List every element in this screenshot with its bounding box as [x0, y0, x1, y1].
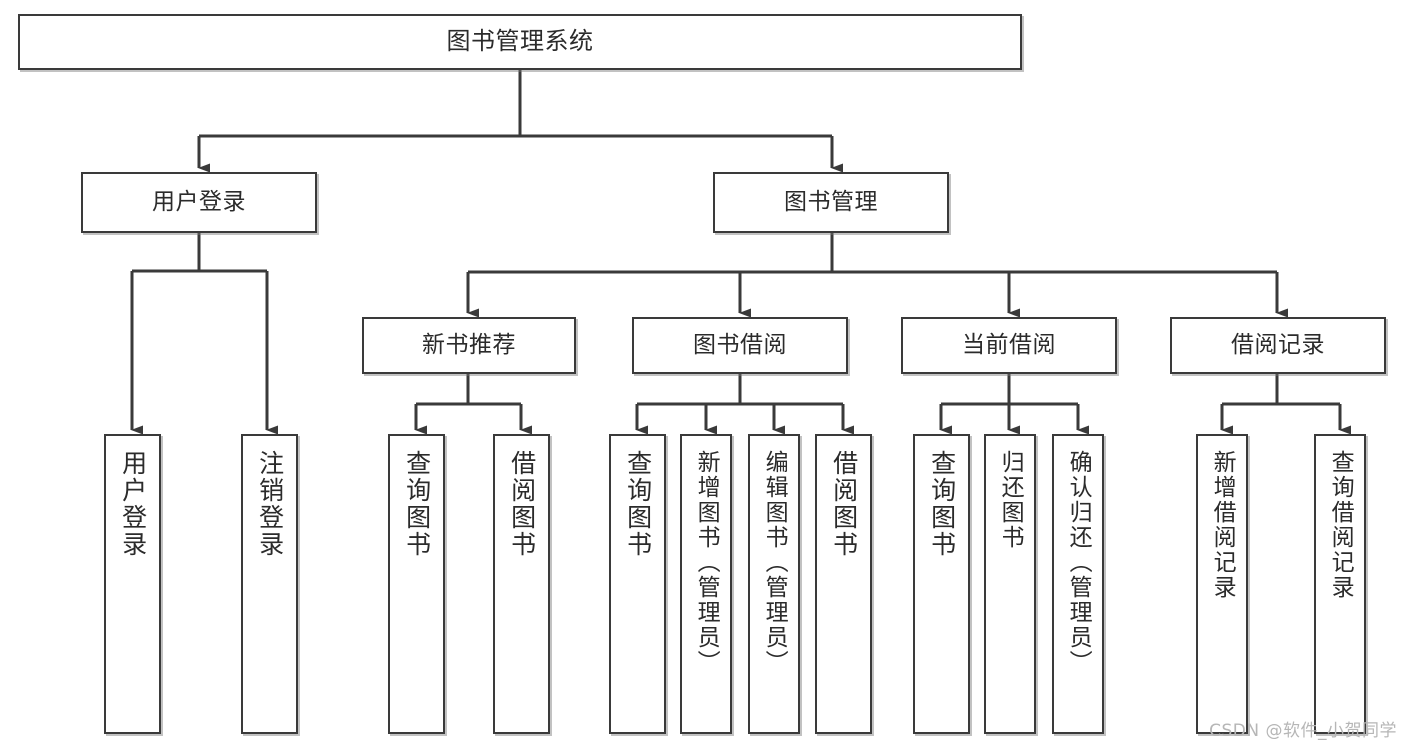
node-label: 用户登录	[152, 189, 246, 216]
node-label: 借阅图书	[829, 450, 859, 558]
leaf-user-login[interactable]: 用户登录	[104, 434, 161, 734]
leaf-logout-login[interactable]: 注销登录	[241, 434, 298, 734]
node-borrow-record[interactable]: 借阅记录	[1170, 317, 1386, 374]
node-label: 用户登录	[118, 450, 148, 558]
node-label: 查询图书	[927, 450, 957, 558]
node-label: 图书借阅	[693, 332, 787, 359]
leaf-borrow-book-borrow[interactable]: 借阅图书	[815, 434, 872, 734]
node-current-borrow[interactable]: 当前借阅	[901, 317, 1117, 374]
node-label: 编辑图书（管理员）	[761, 450, 788, 675]
leaf-borrow-book-recommend[interactable]: 借阅图书	[493, 434, 550, 734]
node-user-login[interactable]: 用户登录	[81, 172, 317, 233]
node-label: 查询图书	[402, 450, 432, 558]
node-label: 借阅图书	[507, 450, 537, 558]
leaf-query-borrow-record[interactable]: 查询借阅记录	[1314, 434, 1366, 734]
node-label: 新书推荐	[422, 332, 516, 359]
node-label: 查询图书	[623, 450, 653, 558]
csdn-watermark: CSDN @软件_小贺同学	[1209, 721, 1397, 741]
leaf-add-borrow-record[interactable]: 新增借阅记录	[1196, 434, 1248, 734]
node-label: 查询借阅记录	[1327, 450, 1354, 600]
node-label: 当前借阅	[962, 332, 1056, 359]
leaf-query-book-current[interactable]: 查询图书	[913, 434, 970, 734]
leaf-confirm-return[interactable]: 确认归还（管理员）	[1052, 434, 1104, 734]
node-label: 确认归还（管理员）	[1065, 450, 1092, 675]
node-label: 新增图书（管理员）	[693, 450, 720, 675]
node-label: 图书管理系统	[446, 27, 594, 56]
node-label: 图书管理	[784, 189, 878, 216]
node-label: 归还图书	[997, 450, 1024, 550]
leaf-return-book[interactable]: 归还图书	[984, 434, 1036, 734]
node-new-book-recommend[interactable]: 新书推荐	[362, 317, 576, 374]
node-root-system[interactable]: 图书管理系统	[18, 14, 1022, 70]
leaf-query-book-borrow[interactable]: 查询图书	[609, 434, 666, 734]
leaf-add-book[interactable]: 新增图书（管理员）	[680, 434, 732, 734]
leaf-query-book-recommend[interactable]: 查询图书	[388, 434, 445, 734]
node-label: 借阅记录	[1231, 332, 1325, 359]
node-book-borrow[interactable]: 图书借阅	[632, 317, 848, 374]
leaf-edit-book[interactable]: 编辑图书（管理员）	[748, 434, 800, 734]
node-label: 新增借阅记录	[1209, 450, 1236, 600]
node-label: 注销登录	[255, 450, 285, 558]
node-book-management[interactable]: 图书管理	[713, 172, 949, 233]
